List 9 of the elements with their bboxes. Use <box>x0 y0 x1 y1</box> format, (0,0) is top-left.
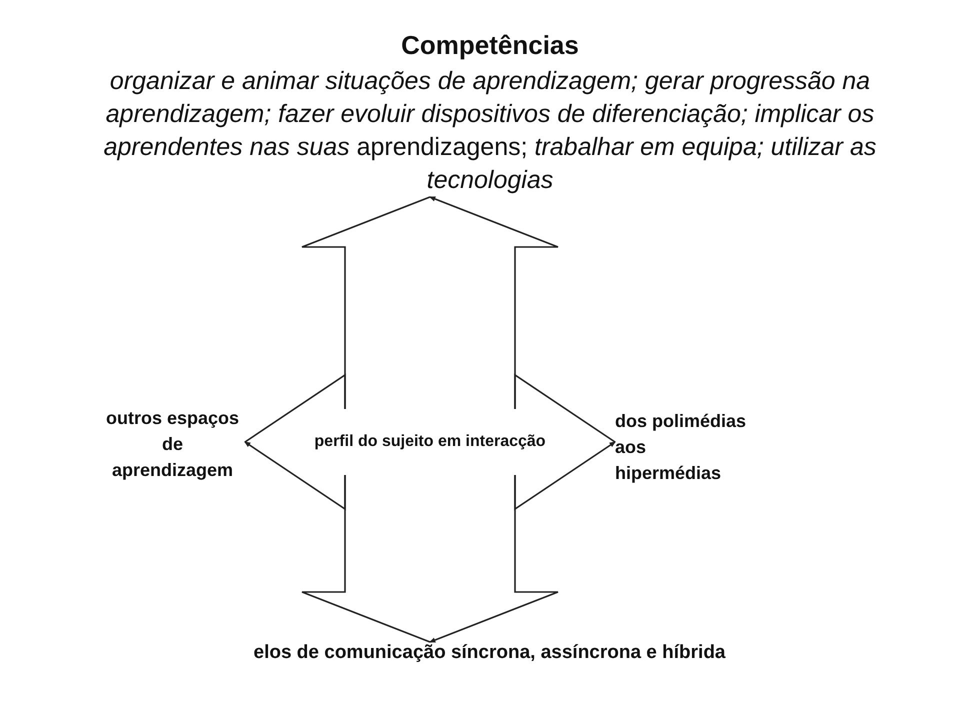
competences-text: organizar e animar situações de aprendizagem; gerar progressão na aprendizagem; fazer evoluir dispositivos de diferenciação; implicar os aprendentes nas suas aprendizagens; trabalhar em equipa; utilizar as tecnologias <box>102 66 878 196</box>
center-label: perfil do sujeito em interacção <box>313 432 547 452</box>
block-arrow <box>244 374 346 510</box>
side-label: outros espaços de aprendizagem <box>104 407 240 482</box>
block-arrow <box>514 374 616 510</box>
heading: Competências <box>400 30 580 61</box>
side-label: dos polimédias aos hipermédias <box>615 410 748 485</box>
block-arrow <box>301 474 559 643</box>
bottom-label: elos de comunicação síncrona, assíncrona e híbrida <box>254 642 726 664</box>
